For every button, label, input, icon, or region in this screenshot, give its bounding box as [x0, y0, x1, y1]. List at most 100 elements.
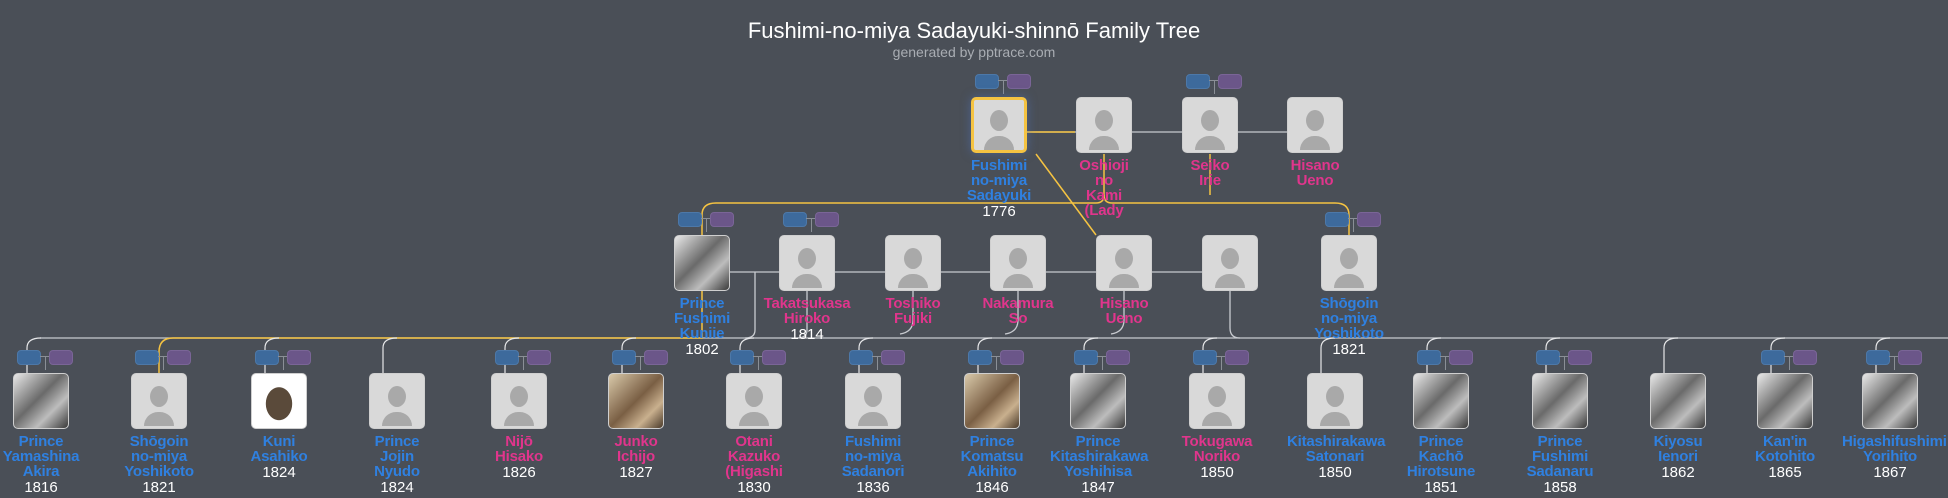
portrait-photo[interactable] — [1070, 373, 1126, 429]
father-badge[interactable] — [849, 350, 873, 365]
avatar-placeholder[interactable] — [971, 97, 1027, 153]
mother-badge[interactable] — [881, 350, 905, 365]
portrait-photo[interactable] — [964, 373, 1020, 429]
mother-badge[interactable] — [287, 350, 311, 365]
father-badge[interactable] — [968, 350, 992, 365]
mother-badge[interactable] — [1106, 350, 1130, 365]
father-badge[interactable] — [678, 212, 702, 227]
father-badge[interactable] — [1186, 74, 1210, 89]
avatar-placeholder[interactable] — [885, 235, 941, 291]
portrait-photo[interactable] — [1532, 373, 1588, 429]
father-badge[interactable] — [135, 350, 159, 365]
page-subtitle[interactable]: generated by pptrace.com — [892, 44, 1056, 60]
portrait-photo[interactable] — [13, 373, 69, 429]
avatar-placeholder[interactable] — [1076, 97, 1132, 153]
portrait-photo[interactable] — [1757, 373, 1813, 429]
father-badge[interactable] — [495, 350, 519, 365]
mother-badge[interactable] — [762, 350, 786, 365]
father-badge[interactable] — [1536, 350, 1560, 365]
mother-badge[interactable] — [815, 212, 839, 227]
portrait-photo[interactable] — [1650, 373, 1706, 429]
avatar-placeholder[interactable] — [1321, 235, 1377, 291]
father-badge[interactable] — [612, 350, 636, 365]
father-badge[interactable] — [975, 74, 999, 89]
father-badge[interactable] — [1193, 350, 1217, 365]
portrait-photo[interactable] — [251, 373, 307, 429]
avatar-placeholder[interactable] — [845, 373, 901, 429]
avatar-placeholder[interactable] — [491, 373, 547, 429]
avatar-placeholder[interactable] — [1307, 373, 1363, 429]
avatar-placeholder[interactable] — [726, 373, 782, 429]
avatar-placeholder[interactable] — [1189, 373, 1245, 429]
father-badge[interactable] — [1417, 350, 1441, 365]
mother-badge[interactable] — [527, 350, 551, 365]
avatar-placeholder[interactable] — [131, 373, 187, 429]
avatar-placeholder[interactable] — [779, 235, 835, 291]
father-badge[interactable] — [17, 350, 41, 365]
portrait-photo[interactable] — [1862, 373, 1918, 429]
avatar-placeholder[interactable] — [990, 235, 1046, 291]
mother-badge[interactable] — [1218, 74, 1242, 89]
father-badge[interactable] — [1761, 350, 1785, 365]
avatar-placeholder[interactable] — [369, 373, 425, 429]
mother-badge[interactable] — [1007, 74, 1031, 89]
portrait-photo[interactable] — [674, 235, 730, 291]
avatar-placeholder[interactable] — [1096, 235, 1152, 291]
father-badge[interactable] — [730, 350, 754, 365]
father-badge[interactable] — [783, 212, 807, 227]
avatar-placeholder[interactable] — [1182, 97, 1238, 153]
mother-badge[interactable] — [1793, 350, 1817, 365]
father-badge[interactable] — [1866, 350, 1890, 365]
father-badge[interactable] — [1074, 350, 1098, 365]
mother-badge[interactable] — [49, 350, 73, 365]
person-node[interactable] — [1170, 235, 1290, 296]
mother-badge[interactable] — [1357, 212, 1381, 227]
